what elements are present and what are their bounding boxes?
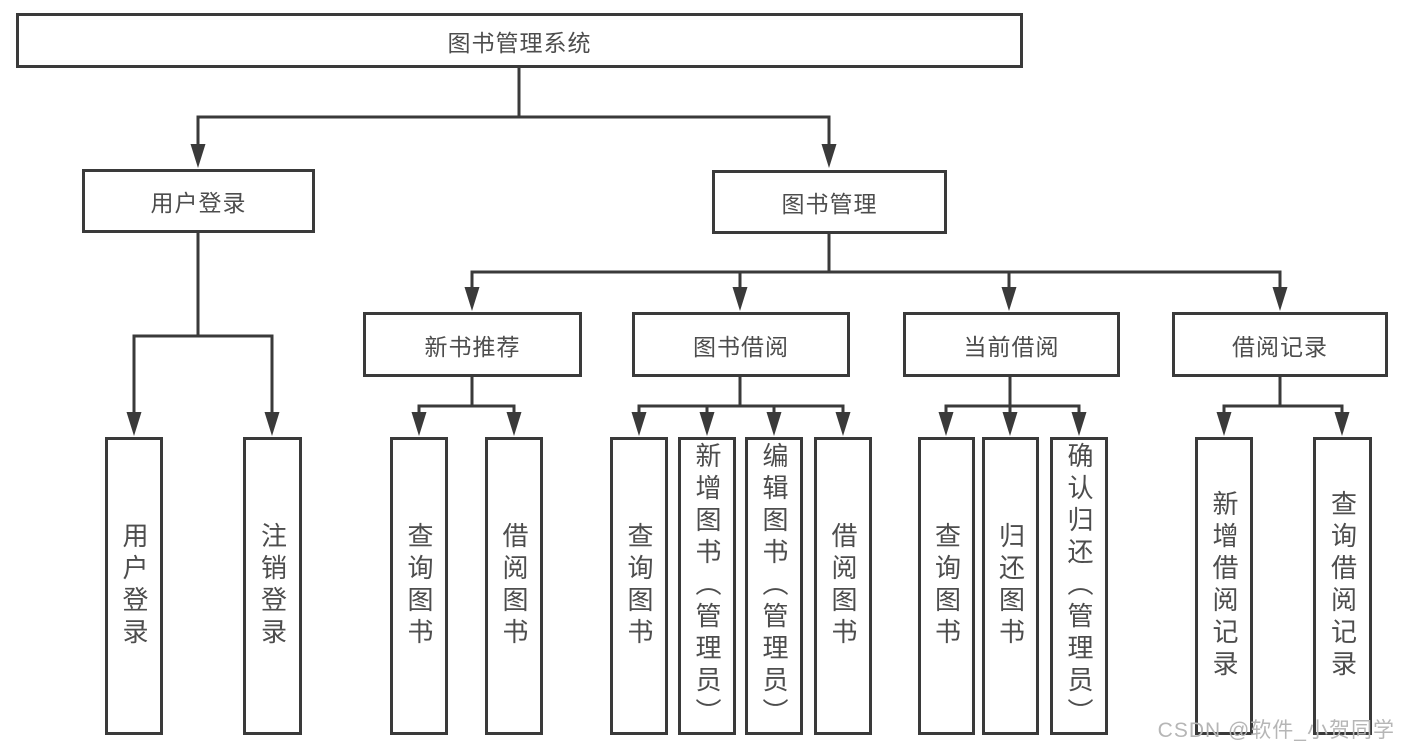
leaf-logout-label: 注销登录: [257, 522, 288, 650]
node-book-management: 图书管理: [712, 170, 947, 234]
node-book-borrowing-label: 图书借阅: [693, 333, 789, 360]
leaf-add-borrow-record: 新增借阅记录: [1195, 437, 1253, 735]
leaf-logout: 注销登录: [243, 437, 302, 735]
leaf-borrow-books-recommend-label: 借阅图书: [499, 522, 529, 650]
leaf-query-books-current: 查询图书: [918, 437, 975, 735]
leaf-add-book-admin-label: 新增图书（管理员）: [692, 442, 722, 730]
node-current-borrowing-label: 当前借阅: [963, 333, 1060, 360]
node-current-borrowing: 当前借阅: [903, 312, 1120, 377]
node-book-borrowing: 图书借阅: [632, 312, 850, 377]
leaf-add-borrow-record-label: 新增借阅记录: [1209, 490, 1239, 682]
leaf-return-books: 归还图书: [982, 437, 1039, 735]
leaf-query-borrow-record: 查询借阅记录: [1313, 437, 1372, 735]
leaf-confirm-return-admin: 确认归还（管理员）: [1050, 437, 1108, 735]
node-borrowing-records: 借阅记录: [1172, 312, 1388, 377]
leaf-borrow-books-label: 借阅图书: [828, 522, 858, 650]
leaf-confirm-return-admin-label: 确认归还（管理员）: [1064, 442, 1094, 730]
node-user-login: 用户登录: [82, 169, 315, 233]
leaf-query-books-borrowing-label: 查询图书: [624, 522, 654, 650]
node-library-system: 图书管理系统: [16, 13, 1023, 68]
node-book-management-label: 图书管理: [781, 191, 878, 217]
leaf-return-books-label: 归还图书: [995, 522, 1026, 650]
leaf-query-books-current-label: 查询图书: [931, 522, 962, 650]
node-borrowing-records-label: 借阅记录: [1232, 333, 1328, 360]
leaf-query-books-recommend-label: 查询图书: [404, 522, 434, 650]
leaf-query-borrow-record-label: 查询借阅记录: [1327, 490, 1358, 682]
node-new-book-recommend: 新书推荐: [363, 312, 582, 377]
leaf-user-login-label: 用户登录: [119, 522, 149, 650]
leaf-borrow-books-recommend: 借阅图书: [485, 437, 543, 735]
leaf-query-books-borrowing: 查询图书: [610, 437, 668, 735]
node-user-login-label: 用户登录: [150, 190, 247, 216]
node-library-system-label: 图书管理系统: [447, 29, 592, 56]
leaf-add-book-admin: 新增图书（管理员）: [678, 437, 736, 735]
leaf-user-login: 用户登录: [105, 437, 163, 735]
leaf-edit-book-admin: 编辑图书（管理员）: [745, 437, 803, 735]
node-new-book-recommend-label: 新书推荐: [424, 333, 521, 360]
leaf-query-books-recommend: 查询图书: [390, 437, 448, 735]
leaf-borrow-books: 借阅图书: [814, 437, 872, 735]
leaf-edit-book-admin-label: 编辑图书（管理员）: [759, 442, 789, 730]
csdn-watermark: CSDN @软件_小贺同学: [1157, 719, 1395, 742]
